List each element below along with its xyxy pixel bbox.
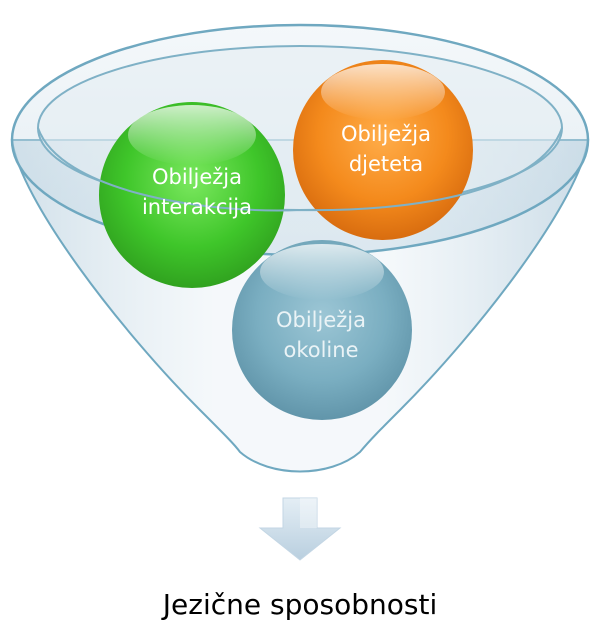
interactions-ball [99,102,285,288]
environment-label-line2: okoline [283,338,359,362]
down-arrow-icon [258,497,342,561]
funnel-rim-front [37,127,563,212]
child-label-line1: Obilježja [340,122,431,146]
child-label-line2: djeteta [348,152,424,176]
child-ball-label: Obilježja djeteta [306,119,466,179]
child-ball [293,60,473,240]
interactions-label-line1: Obilježja [151,165,242,189]
environment-ball [232,240,412,420]
environment-label-line1: Obilježja [275,308,366,332]
environment-ball-label: Obilježja okoline [236,305,406,365]
interactions-label-line2: interakcija [141,195,253,219]
interactions-ball-label: Obilježja interakcija [112,162,282,222]
result-caption: Jezične sposobnosti [162,588,438,621]
